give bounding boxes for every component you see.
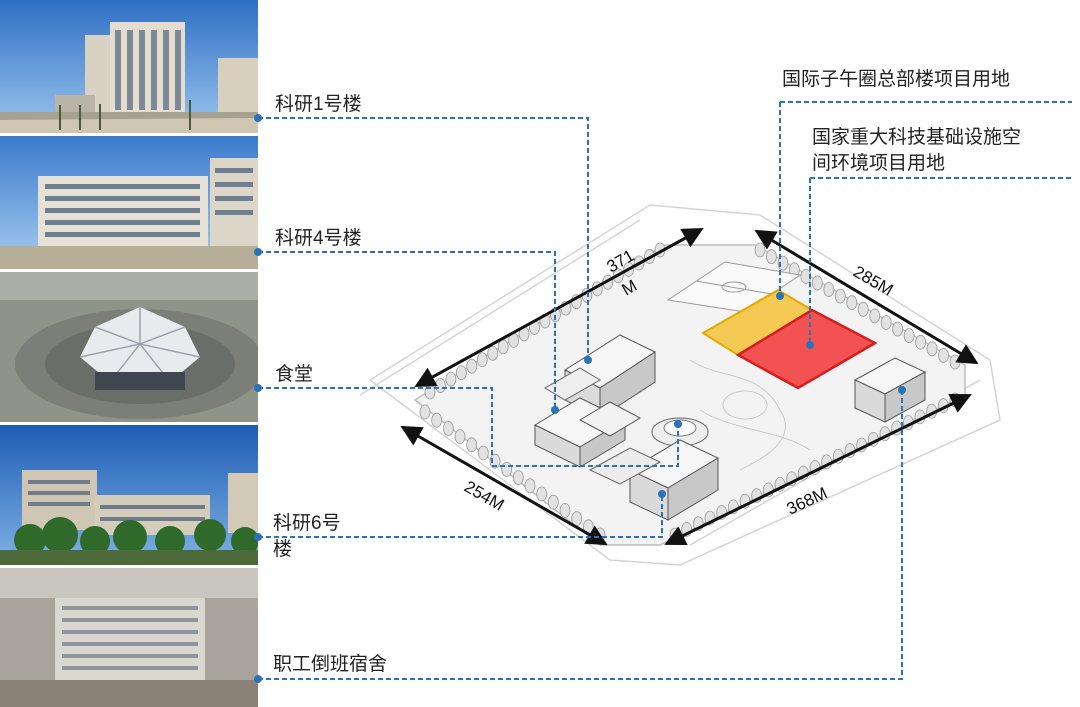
tree — [903, 328, 915, 344]
tree — [823, 282, 835, 297]
leader-dots — [254, 114, 906, 683]
tree — [442, 420, 454, 436]
label-project-site-a: 国际子午圈总部楼项目用地 — [782, 69, 1011, 90]
tree — [766, 249, 777, 264]
leader-line-research-4 — [258, 251, 556, 410]
tree — [834, 288, 846, 304]
tree — [454, 429, 466, 445]
photo-research-building-6 — [0, 425, 258, 565]
label-staff-dormitory: 职工倒班宿舍 — [273, 654, 388, 675]
leader-line-dormitory — [258, 390, 903, 680]
tree — [547, 494, 559, 510]
leader-line-canteen — [258, 387, 679, 467]
tree — [512, 470, 524, 486]
tree — [857, 301, 869, 317]
label-project-site-b-line2: 间环境项目用地 — [812, 153, 946, 174]
tree — [501, 461, 513, 477]
leader-line-research-6 — [258, 494, 663, 538]
tree — [487, 345, 499, 361]
label-canteen: 食堂 — [275, 364, 314, 385]
tree — [445, 371, 457, 387]
dimension-arrows — [400, 227, 979, 546]
label-research-building-6-line1: 科研6号 — [273, 513, 341, 534]
tree — [419, 404, 431, 420]
tree — [846, 295, 858, 311]
tree — [524, 478, 536, 494]
leader-lines — [258, 101, 1072, 680]
tree — [466, 358, 478, 374]
dimension-arrow-bottom-right — [664, 393, 972, 546]
tree — [869, 308, 881, 324]
tree — [880, 315, 892, 330]
tree — [497, 339, 509, 355]
tree — [892, 321, 904, 337]
tree — [536, 486, 548, 502]
photo-canteen — [0, 272, 258, 422]
leader-line-research-1 — [258, 117, 589, 360]
tree — [455, 365, 467, 381]
tree — [926, 341, 938, 357]
tree — [559, 502, 571, 518]
tree — [811, 275, 823, 291]
tree — [477, 445, 489, 461]
dimension-label-bottom-right: 368M — [784, 483, 831, 518]
label-research-building-4: 科研4号楼 — [275, 228, 362, 249]
dimension-arrow-bottom-left — [400, 425, 608, 546]
label-research-building-6-line2: 楼 — [273, 539, 293, 560]
dimension-label-top-right: 285M — [850, 262, 896, 300]
tree — [466, 437, 478, 453]
label-project-site-b-line1: 国家重大科技基础设施空 — [812, 127, 1022, 148]
label-research-building-1: 科研1号楼 — [275, 94, 362, 115]
photo-staff-dormitory — [0, 568, 258, 707]
dimension-arrow-top-right — [754, 229, 979, 365]
tree — [476, 352, 488, 368]
tree — [571, 511, 583, 526]
photo-research-building-1 — [0, 0, 258, 133]
tree — [938, 348, 949, 363]
tree — [915, 334, 926, 350]
photo-research-building-4 — [0, 136, 258, 269]
tree — [949, 354, 961, 370]
tree — [754, 242, 766, 258]
dimension-arrow-top-left — [414, 227, 704, 388]
tree — [431, 412, 443, 428]
tree — [435, 378, 446, 393]
